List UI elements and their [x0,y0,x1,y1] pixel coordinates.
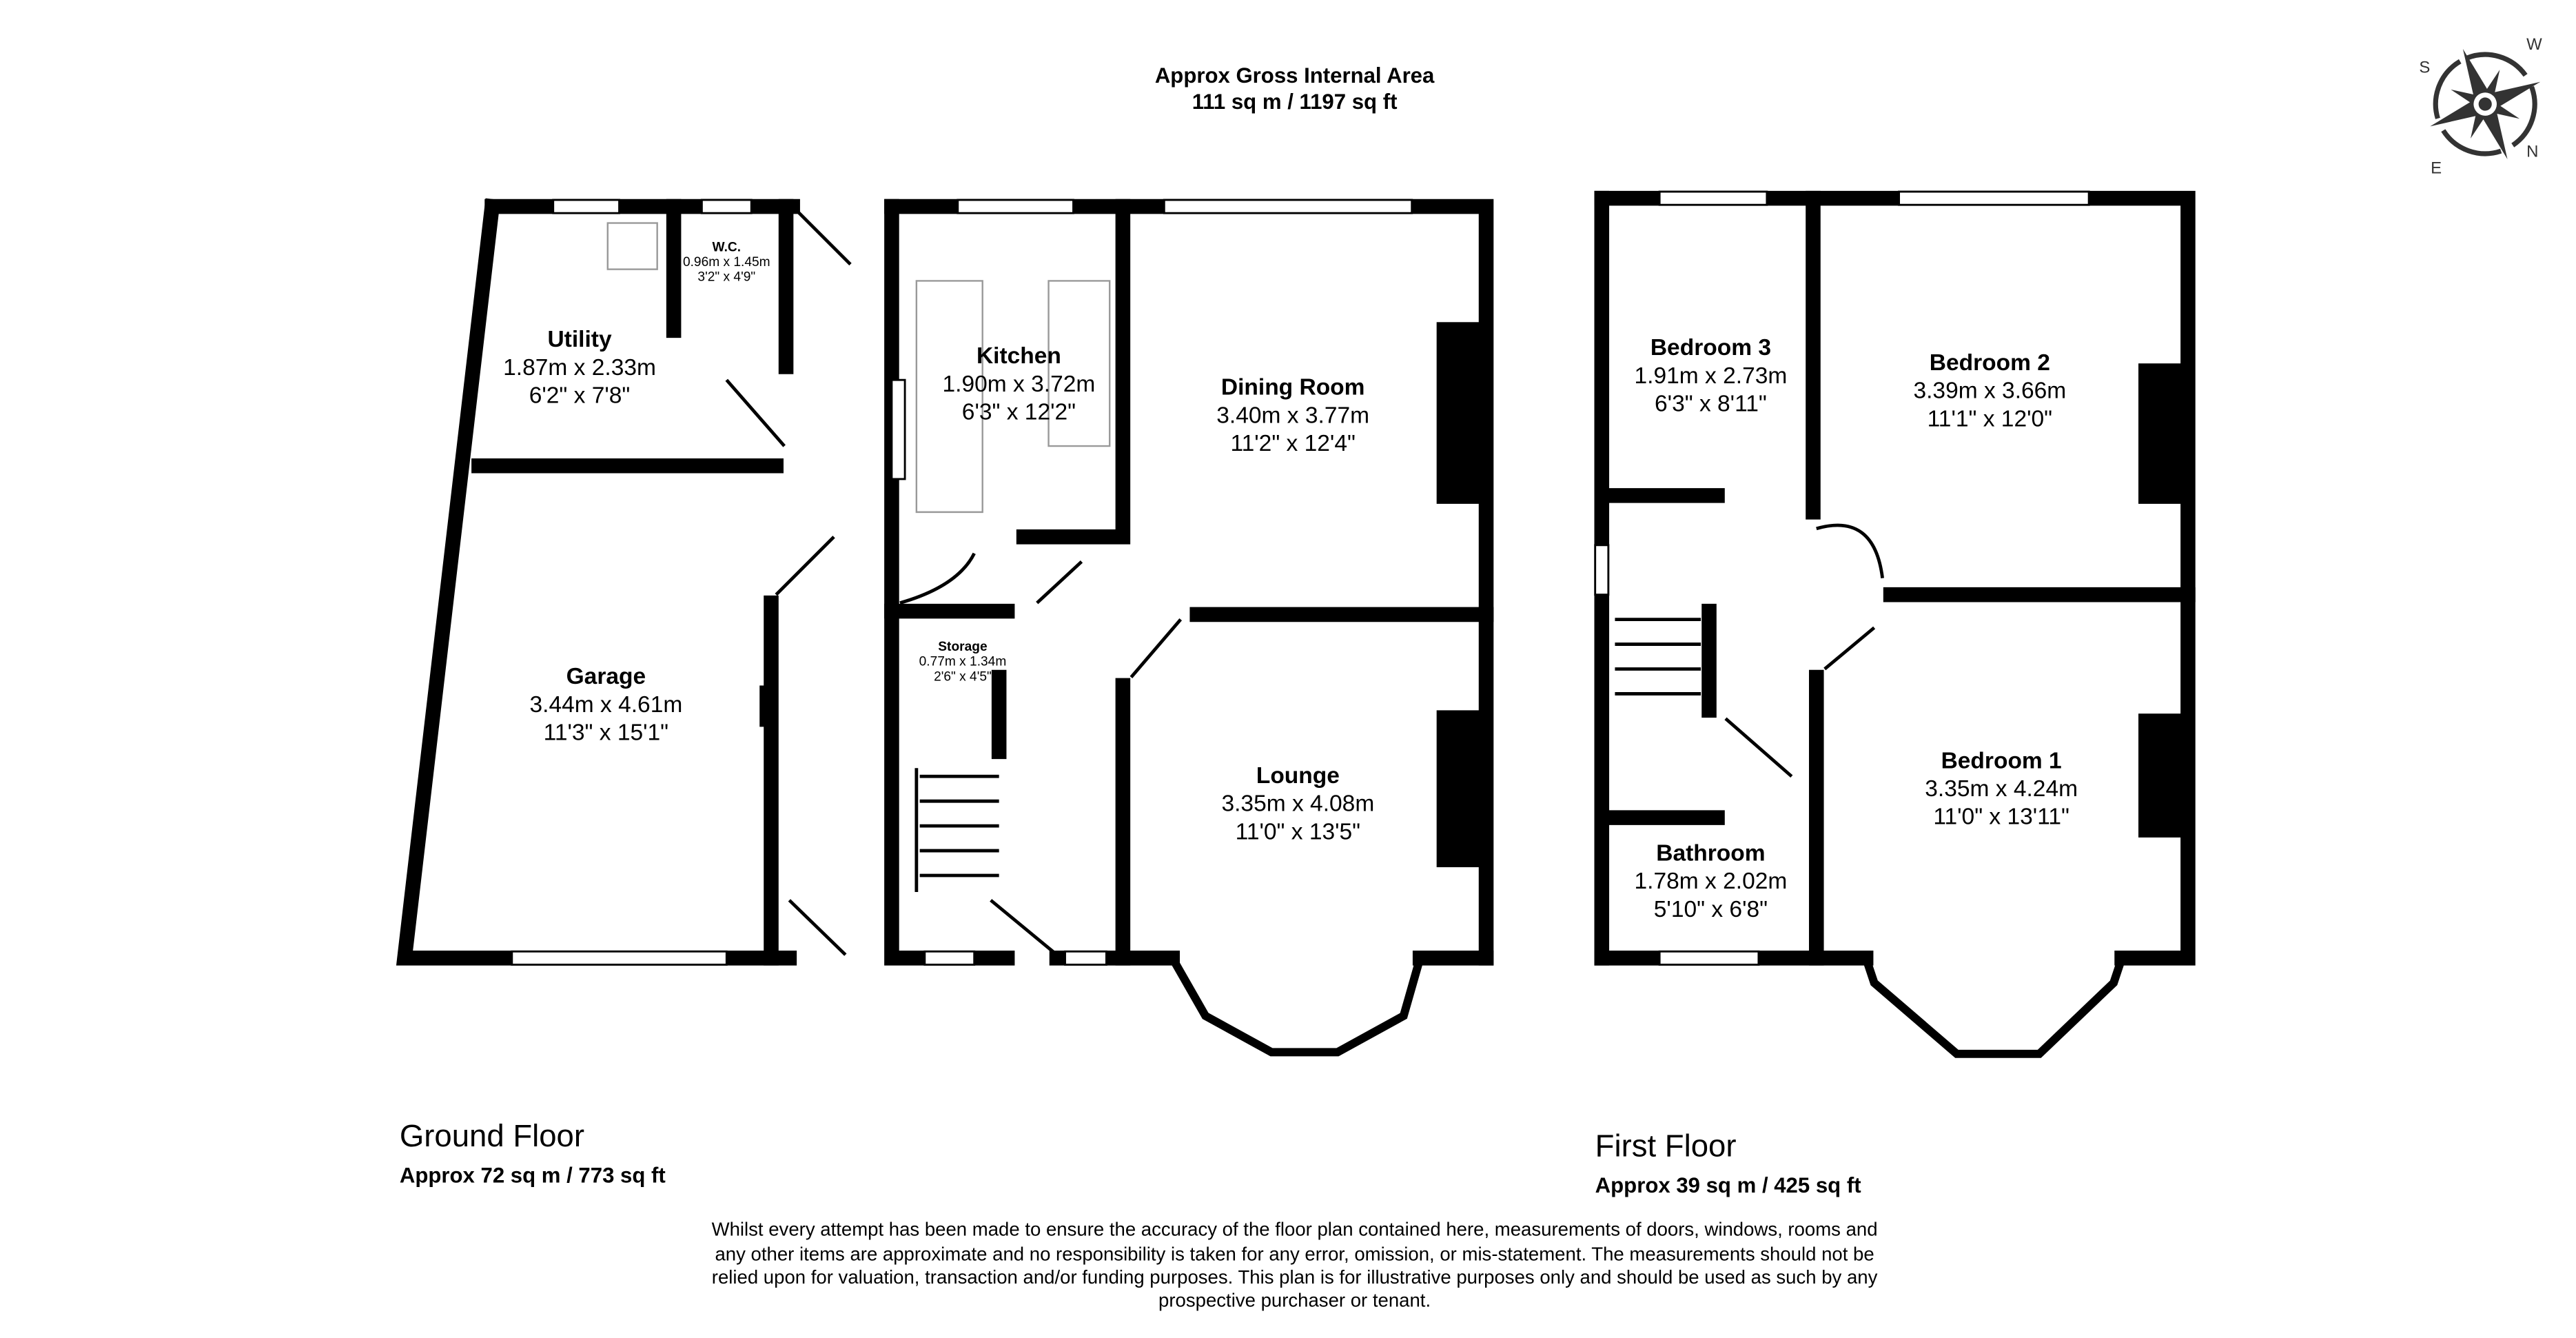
room-bathroom: Bathroom 1.78m x 2.02m 5'10" x 6'8" [1635,840,1788,922]
compass-s: S [2419,58,2430,77]
room-imperial: 3'2" x 4'9" [697,270,755,284]
room-imperial: 11'0" x 13'11" [1933,804,2069,830]
room-storage: Storage 0.77m x 1.34m 2'6" x 4'5" [919,640,1007,684]
room-name: Lounge [1256,763,1340,789]
room-bedroom-3: Bedroom 3 1.91m x 2.73m 6'3" x 8'11" [1635,335,1788,416]
compass-w: W [2526,35,2542,54]
room-name: Bedroom 1 [1941,748,2062,773]
disclaimer-line: prospective purchaser or tenant. [1158,1289,1431,1310]
room-metric: 3.39m x 3.66m [1913,378,2066,404]
room-metric: 3.44m x 4.61m [529,692,682,718]
gross-area-value: 111 sq m / 1197 sq ft [1192,90,1398,114]
room-metric: 1.87m x 2.33m [503,355,656,381]
room-name: Utility [547,327,611,352]
room-kitchen: Kitchen 1.90m x 3.72m 6'3" x 12'2" [943,343,1096,425]
disclaimer: Whilst every attempt has been made to en… [712,1218,1878,1310]
room-name: Kitchen [977,343,1061,369]
ground-floor-area: Approx 72 sq m / 773 sq ft [400,1164,666,1188]
gross-area-label: Approx Gross Internal Area [1155,63,1435,88]
first-floor-area: Approx 39 sq m / 425 sq ft [1595,1173,1861,1197]
room-garage: Garage 3.44m x 4.61m 11'3" x 15'1" [529,664,682,745]
disclaimer-line: Whilst every attempt has been made to en… [712,1218,1878,1239]
room-lounge: Lounge 3.35m x 4.08m 11'0" x 13'5" [1221,763,1374,844]
room-imperial: 6'3" x 12'2" [962,400,1076,425]
first-floor-walls [1594,190,2196,1058]
room-imperial: 5'10" x 6'8" [1654,897,1768,922]
room-metric: 1.90m x 3.72m [943,372,1096,397]
room-name: Dining Room [1221,375,1365,401]
room-imperial: 6'3" x 8'11" [1655,392,1767,417]
room-name: Bedroom 2 [1930,350,2050,376]
room-dining-room: Dining Room 3.40m x 3.77m 11'2" x 12'4" [1216,375,1369,456]
room-imperial: 6'2" x 7'8" [529,383,631,409]
room-metric: 3.35m x 4.08m [1221,791,1374,817]
compass-e: E [2431,159,2442,178]
compass-labels: N E S W [2419,35,2542,178]
room-imperial: 11'0" x 13'5" [1236,819,1360,844]
room-bedroom-1: Bedroom 1 3.35m x 4.24m 11'0" x 13'11" [1925,748,2078,829]
header: Approx Gross Internal Area 111 sq m / 11… [1155,63,1435,114]
room-imperial: 11'1" x 12'0" [1928,406,2052,432]
room-bedroom-2: Bedroom 2 3.39m x 3.66m 11'1" x 12'0" [1913,350,2066,432]
room-name: Garage [566,664,646,689]
room-metric: 3.40m x 3.77m [1216,403,1369,428]
room-metric: 0.77m x 1.34m [919,655,1007,669]
room-name: Bedroom 3 [1650,335,1771,361]
disclaimer-line: any other items are approximate and no r… [715,1243,1874,1264]
room-metric: 1.78m x 2.02m [1635,869,1788,894]
room-metric: 1.91m x 2.73m [1635,363,1788,389]
room-imperial: 11'2" x 12'4" [1230,431,1355,456]
room-name: W.C. [713,240,742,254]
room-wc: W.C. 0.96m x 1.45m 3'2" x 4'9" [683,240,770,284]
disclaimer-line: relied upon for valuation, transaction a… [712,1266,1878,1288]
ground-floor-walls [396,198,1494,1057]
compass-n: N [2526,143,2538,161]
room-imperial: 11'3" x 15'1" [544,720,668,746]
first-floor-title: First Floor [1595,1128,1737,1163]
room-utility: Utility 1.87m x 2.33m 6'2" x 7'8" [503,327,656,408]
room-metric: 3.35m x 4.24m [1925,776,2078,802]
room-name: Storage [938,640,987,654]
compass-icon [2430,49,2541,159]
room-metric: 0.96m x 1.45m [683,255,770,270]
ground-floor-title: Ground Floor [400,1118,584,1153]
room-imperial: 2'6" x 4'5" [934,669,992,684]
room-name: Bathroom [1656,840,1765,866]
